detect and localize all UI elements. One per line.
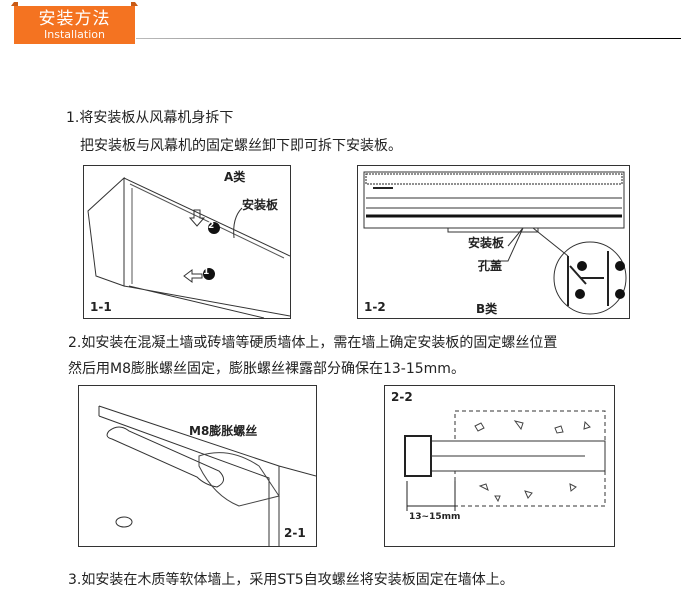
section-header-badge: 安装方法 Installation (11, 2, 138, 44)
figure-id: 2-2 (391, 390, 413, 404)
step-3-title: 3.如安装在木质等软体墙上，采用ST5自攻螺丝将安装板固定在墙体上。 (68, 572, 514, 588)
figure-type-label: B类 (476, 302, 498, 316)
section-title: 安装方法 (38, 9, 111, 29)
dimension-label: 13~15mm (409, 512, 461, 522)
bolt-label: M8膨胀螺丝 (189, 424, 258, 438)
step-1-title: 1.将安装板从风幕机身拆下 (66, 110, 234, 126)
step-2-desc: 然后用M8膨胀螺丝固定，膨胀螺丝裸露部分确保在13-15mm。 (68, 361, 465, 377)
figure-2-1: M8膨胀螺丝 2-1 (78, 385, 317, 547)
figure-type-label: A类 (224, 170, 246, 184)
step-number-2: 2 (208, 221, 215, 231)
figure-1-1: A类 安装板 2 1 1-1 (83, 165, 291, 319)
step-1-desc: 把安装板与风幕机的固定螺丝卸下即可拆下安装板。 (80, 138, 402, 154)
figure-id: 1-2 (364, 300, 386, 314)
figure-1-2: 安装板 孔盖 B类 1-2 (357, 165, 630, 319)
figure-2-2: 2-2 13~15mm (384, 385, 615, 547)
figure-2-2-drawing (404, 410, 606, 511)
figure-1-2-drawing (363, 171, 627, 315)
header-divider (136, 38, 681, 39)
plate-label: 安装板 (242, 198, 279, 212)
figure-id: 2-1 (284, 526, 306, 540)
figure-1-1-drawing (87, 176, 290, 318)
plate-label: 安装板 (468, 236, 505, 250)
figure-2-1-drawing (98, 405, 316, 546)
hole-cover-label: 孔盖 (478, 259, 503, 273)
section-subtitle: Installation (44, 28, 105, 41)
figure-id: 1-1 (90, 300, 112, 314)
step-number-1: 1 (203, 267, 210, 277)
step-2-title: 2.如安装在混凝土墙或砖墙等硬质墙体上，需在墙上确定安装板的固定螺丝位置 (68, 335, 558, 351)
